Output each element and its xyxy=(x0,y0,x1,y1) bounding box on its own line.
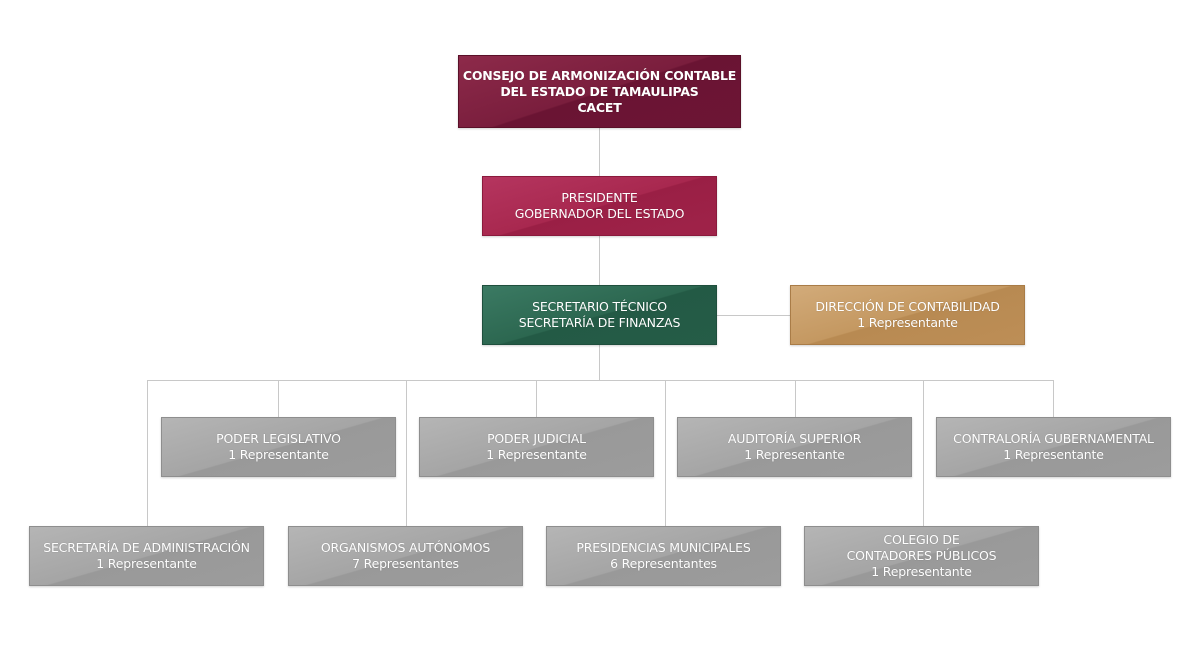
node-president: PRESIDENTE GOBERNADOR DEL ESTADO xyxy=(482,176,717,236)
connector-drop-autonomos xyxy=(406,380,407,527)
node-president-line-1: PRESIDENTE xyxy=(561,190,638,205)
node-secretary-line-1: SECRETARIO TÉCNICO xyxy=(532,299,667,314)
node-poder-legislativo: PODER LEGISLATIVO 1 Representante xyxy=(161,417,396,477)
node-direction: DIRECCIÓN DE CONTABILIDAD 1 Representant… xyxy=(790,285,1025,345)
node-cacet-line-2: DEL ESTADO DE TAMAULIPAS xyxy=(500,83,699,99)
node-line-1: CONTRALORÍA GUBERNAMENTAL xyxy=(953,431,1154,446)
node-cacet-line-1: CONSEJO DE ARMONIZACIÓN CONTABLE xyxy=(462,67,737,83)
connector-drop-judicial xyxy=(536,380,537,418)
node-secretaria-administracion: SECRETARÍA DE ADMINISTRACIÓN 1 Represent… xyxy=(29,526,264,586)
node-line-2: 1 Representante xyxy=(96,556,197,571)
node-secretary: SECRETARIO TÉCNICO SECRETARÍA DE FINANZA… xyxy=(482,285,717,345)
node-colegio-contadores: COLEGIO DE CONTADORES PÚBLICOS 1 Represe… xyxy=(804,526,1039,586)
connector-drop-colegio xyxy=(923,380,924,527)
connector-cacet-president xyxy=(599,127,600,177)
node-line-1: AUDITORÍA SUPERIOR xyxy=(727,431,862,446)
node-cacet: CONSEJO DE ARMONIZACIÓN CONTABLE DEL EST… xyxy=(458,55,741,128)
connector-president-secretary xyxy=(599,235,600,286)
node-cacet-line-3: CACET xyxy=(577,99,622,115)
node-line-1: PODER LEGISLATIVO xyxy=(216,431,341,446)
node-line-1: SECRETARÍA DE ADMINISTRACIÓN xyxy=(43,540,250,555)
connector-secretary-direction xyxy=(716,315,791,316)
connector-drop-municipales xyxy=(665,380,666,527)
node-contraloria-gubernamental: CONTRALORÍA GUBERNAMENTAL 1 Representant… xyxy=(936,417,1171,477)
node-presidencias-municipales: PRESIDENCIAS MUNICIPALES 6 Representante… xyxy=(546,526,781,586)
connector-drop-contraloria xyxy=(1053,380,1054,418)
connector-secretary-bus xyxy=(599,344,600,381)
node-poder-judicial: PODER JUDICIAL 1 Representante xyxy=(419,417,654,477)
node-organismos-autonomos: ORGANISMOS AUTÓNOMOS 7 Representantes xyxy=(288,526,523,586)
node-president-line-2: GOBERNADOR DEL ESTADO xyxy=(514,206,685,221)
node-line-1: PODER JUDICIAL xyxy=(487,431,586,446)
node-line-2: 6 Representantes xyxy=(610,556,717,571)
node-line-3: 1 Representante xyxy=(871,564,972,579)
node-line-2: 1 Representante xyxy=(228,447,329,462)
connector-horizontal-bus xyxy=(147,380,1053,381)
node-line-2: 1 Representante xyxy=(486,447,587,462)
node-direction-line-2: 1 Representante xyxy=(857,315,958,330)
node-line-1: PRESIDENCIAS MUNICIPALES xyxy=(576,540,751,555)
connector-drop-administracion xyxy=(147,380,148,527)
node-line-1: ORGANISMOS AUTÓNOMOS xyxy=(320,540,491,555)
node-direction-line-1: DIRECCIÓN DE CONTABILIDAD xyxy=(815,299,1000,314)
connector-drop-auditoria xyxy=(795,380,796,418)
connector-drop-legislativo xyxy=(278,380,279,418)
node-line-2: 7 Representantes xyxy=(352,556,459,571)
node-auditoria-superior: AUDITORÍA SUPERIOR 1 Representante xyxy=(677,417,912,477)
node-line-1: COLEGIO DE xyxy=(883,532,960,547)
node-secretary-line-2: SECRETARÍA DE FINANZAS xyxy=(518,315,681,330)
node-line-2: CONTADORES PÚBLICOS xyxy=(846,548,997,563)
node-line-2: 1 Representante xyxy=(744,447,845,462)
node-line-2: 1 Representante xyxy=(1003,447,1104,462)
